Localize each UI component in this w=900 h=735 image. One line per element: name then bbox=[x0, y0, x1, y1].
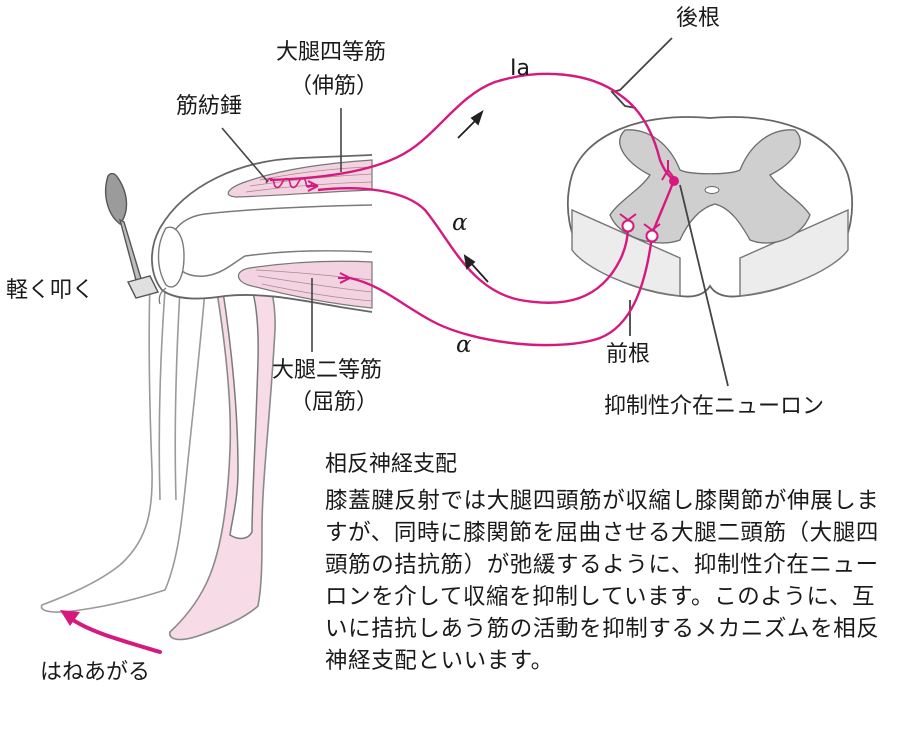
hamstring-muscle bbox=[237, 260, 373, 309]
patellar-tendon bbox=[158, 287, 167, 305]
quadriceps-label: 大腿四等筋 bbox=[276, 40, 387, 65]
spinal-cord-side-right bbox=[739, 208, 849, 297]
interneuron-body bbox=[669, 176, 679, 186]
reflex-hammer-icon bbox=[104, 172, 160, 299]
spinal-cord-side bbox=[571, 208, 681, 297]
spindle-leader bbox=[221, 127, 269, 183]
resting-leg bbox=[169, 264, 276, 641]
muscle-spindle-icon bbox=[265, 177, 313, 189]
interneuron-leader bbox=[679, 184, 729, 387]
dorsal-root-label: 後根 bbox=[676, 6, 721, 31]
thigh bbox=[151, 154, 373, 313]
alpha-motor-fiber-quadriceps bbox=[317, 187, 630, 304]
muscle-spindle-label: 筋紡錘 bbox=[176, 94, 243, 119]
alpha-motor-fiber-hamstrings bbox=[349, 235, 654, 347]
synapse-fork-2 bbox=[619, 213, 637, 221]
synapse-marks bbox=[306, 160, 675, 284]
tap-label: 軽く叩く bbox=[6, 278, 95, 303]
kick-label: はねあがる bbox=[40, 660, 151, 685]
arrow-icon bbox=[463, 254, 489, 283]
raised-leg bbox=[40, 279, 206, 613]
explanation-body: 膝蓋腱反射では大腿四頭筋が収縮し膝関節が伸展しますが、同時に膝関節を屈曲させる大… bbox=[325, 488, 880, 674]
ia-afferent-fiber bbox=[269, 72, 675, 182]
alpha-label-upper: α bbox=[452, 210, 468, 236]
alpha-motor-neuron-1 bbox=[621, 219, 635, 233]
interneuron-label: 抑制性介在ニューロン bbox=[604, 394, 825, 419]
synapse-fork-3 bbox=[643, 223, 661, 231]
flow-arrows bbox=[457, 109, 489, 283]
ventral-root-label: 前根 bbox=[606, 342, 651, 367]
resting-leg-fill bbox=[169, 264, 276, 641]
alpha-label-lower: α bbox=[456, 332, 472, 358]
central-canal bbox=[704, 186, 720, 194]
raised-shin-outline bbox=[40, 279, 206, 613]
hamstring-endplate bbox=[338, 272, 351, 284]
dorsal-root-leader bbox=[610, 37, 673, 109]
ia-fiber-label: Ia bbox=[510, 56, 530, 81]
kick-arrow-icon bbox=[60, 610, 162, 654]
quadriceps-sub-label: （伸筋） bbox=[290, 74, 379, 99]
hamstrings-label: 大腿二等筋 bbox=[272, 358, 383, 383]
alpha-motor-neuron-2 bbox=[645, 229, 659, 243]
arrow-icon bbox=[457, 109, 484, 139]
knee-cap bbox=[157, 226, 185, 288]
resting-tibia bbox=[221, 284, 259, 540]
quadriceps-endplate bbox=[306, 180, 319, 192]
hamstring-fibers bbox=[255, 269, 373, 302]
explanation-title: 相反神経支配 bbox=[325, 452, 458, 477]
spinal-cord-section bbox=[566, 116, 854, 298]
raised-tibia bbox=[158, 289, 181, 501]
hamstrings-sub-label: （屈筋） bbox=[290, 390, 379, 415]
